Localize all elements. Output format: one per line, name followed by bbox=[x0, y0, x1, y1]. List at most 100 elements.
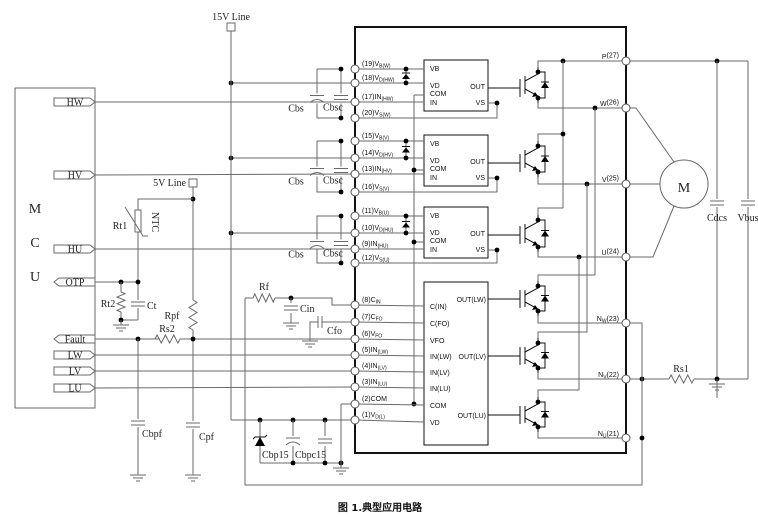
right-pin-label: NV(22) bbox=[598, 372, 619, 381]
driver-out-label: OUT bbox=[470, 84, 486, 91]
left-pin-terminal bbox=[350, 334, 360, 344]
pin-subscript: (LW) bbox=[378, 350, 389, 356]
pin-subscript: (HU) bbox=[378, 244, 389, 250]
ntc-slash bbox=[124, 206, 148, 237]
junction-dot bbox=[535, 399, 541, 405]
low-side-wire bbox=[354, 386, 425, 389]
pin-name: P bbox=[602, 54, 607, 61]
pin-number: (8) bbox=[362, 297, 371, 304]
gate-signal-wire bbox=[94, 173, 356, 176]
junction-dot bbox=[535, 340, 541, 346]
left-pin-terminal bbox=[350, 113, 360, 123]
driver-in-label: IN bbox=[430, 247, 437, 254]
left-pin-label: (11)VB(U) bbox=[362, 208, 389, 217]
pin-name: IN bbox=[371, 379, 378, 386]
rf-resistor-icon bbox=[252, 292, 276, 304]
pin-name: V bbox=[602, 177, 607, 184]
rs2-label: Rs2 bbox=[159, 324, 175, 335]
pin-name: V bbox=[374, 208, 379, 215]
junction-dot bbox=[411, 239, 417, 245]
right-pin-label: U(24) bbox=[601, 249, 619, 258]
cap-gap bbox=[708, 199, 756, 207]
junction-dot bbox=[135, 279, 141, 285]
pin-subscript: U bbox=[603, 434, 607, 440]
pin-subscript: B(V) bbox=[379, 136, 389, 142]
v-output-wire bbox=[537, 177, 626, 185]
n-return-wire bbox=[244, 298, 643, 486]
right-pin-terminal bbox=[621, 179, 631, 189]
left-pin-terminal bbox=[350, 366, 360, 376]
low-gate-signal-wire bbox=[94, 386, 356, 389]
mcu-label-letter: C bbox=[30, 236, 39, 251]
pin-name: V bbox=[374, 255, 379, 262]
cap-capacitor-icon bbox=[318, 438, 332, 444]
ground-icon bbox=[113, 320, 129, 332]
vbus-label: Vbus bbox=[737, 213, 758, 224]
junction-dot bbox=[535, 95, 541, 101]
junction-dot bbox=[494, 100, 500, 106]
junction-dot bbox=[338, 138, 344, 144]
rf-label: Rf bbox=[259, 282, 270, 293]
high-side-igbt-2 bbox=[488, 141, 549, 177]
cin-capacitor-icon bbox=[284, 305, 298, 311]
right-pin-terminal bbox=[621, 252, 631, 262]
pin-name: V bbox=[374, 133, 379, 140]
motor-label: M bbox=[678, 181, 691, 196]
left-pin-label: (15)VB(V) bbox=[362, 133, 389, 142]
pin-subscript: B(W) bbox=[379, 64, 391, 70]
left-pin-terminal bbox=[350, 350, 360, 360]
emitter-arrow-icon bbox=[532, 305, 538, 310]
pin-number: (16) bbox=[362, 184, 374, 191]
pin-subscript: (LU) bbox=[378, 382, 388, 388]
zener-diode-icon bbox=[255, 437, 265, 446]
figure-caption: 图 1.典型应用电路 bbox=[338, 501, 423, 514]
rs1-resistor-icon bbox=[668, 373, 695, 385]
cfo-wire bbox=[309, 321, 318, 336]
high-side-driver-2 bbox=[423, 134, 489, 187]
low-driver-output-label: OUT(LW) bbox=[457, 297, 486, 304]
left-pin-label: (12)VS(U) bbox=[362, 255, 390, 264]
cin-label: Cin bbox=[300, 304, 314, 315]
left-pin-label: (2)COM bbox=[362, 396, 387, 403]
driver-in-label: IN bbox=[430, 100, 437, 107]
low-side-wire bbox=[354, 354, 425, 357]
ntc-wire bbox=[137, 198, 193, 210]
cbsc-label: Cbsc bbox=[323, 176, 344, 187]
emitter-arrow-icon bbox=[532, 362, 538, 367]
rt2-resistor-icon bbox=[115, 291, 127, 313]
mcu-port-label: LW bbox=[68, 351, 83, 362]
pin-name: V bbox=[374, 184, 379, 191]
pin-name: IN bbox=[371, 347, 378, 354]
left-pin-terminal bbox=[350, 187, 360, 197]
rt1-label: Rt1 bbox=[113, 221, 127, 232]
right-pin-label: P(27) bbox=[602, 53, 619, 62]
left-pin-terminal bbox=[350, 300, 360, 310]
igbt-stroke bbox=[488, 397, 539, 432]
left-pin-label: (1)VD(L) bbox=[362, 412, 385, 421]
left-pin-terminal bbox=[350, 317, 360, 327]
junction-dot bbox=[535, 424, 541, 430]
zener-bar bbox=[252, 434, 268, 440]
freewheel-diode-icon bbox=[541, 411, 549, 418]
igbt-stroke bbox=[488, 67, 539, 103]
driver-vs-label: VS bbox=[476, 247, 486, 254]
pin-subscript: B(U) bbox=[379, 211, 390, 217]
pin-number: (25) bbox=[607, 176, 619, 183]
cbsc-capacitor-icon bbox=[334, 241, 348, 246]
low-side-driver bbox=[423, 281, 489, 446]
low-driver-input-label: C(FO) bbox=[430, 321, 449, 328]
cbsc-label: Cbsc bbox=[323, 249, 344, 260]
collector-wire bbox=[537, 207, 563, 215]
junction-dot bbox=[494, 175, 500, 181]
left-pin-label: (13)IN(HV) bbox=[362, 166, 392, 175]
low-side-igbt-3 bbox=[488, 397, 549, 432]
left-pin-terminal bbox=[350, 399, 360, 409]
low-side-wire bbox=[354, 403, 425, 406]
left-pin-terminal bbox=[350, 78, 360, 88]
pin-number: (19) bbox=[362, 61, 374, 68]
junction-dot bbox=[411, 167, 417, 173]
right-pin-terminal bbox=[621, 318, 631, 328]
driver-out-label: OUT bbox=[470, 231, 486, 238]
junction-dot bbox=[403, 213, 409, 219]
u-output-wire bbox=[537, 252, 626, 258]
